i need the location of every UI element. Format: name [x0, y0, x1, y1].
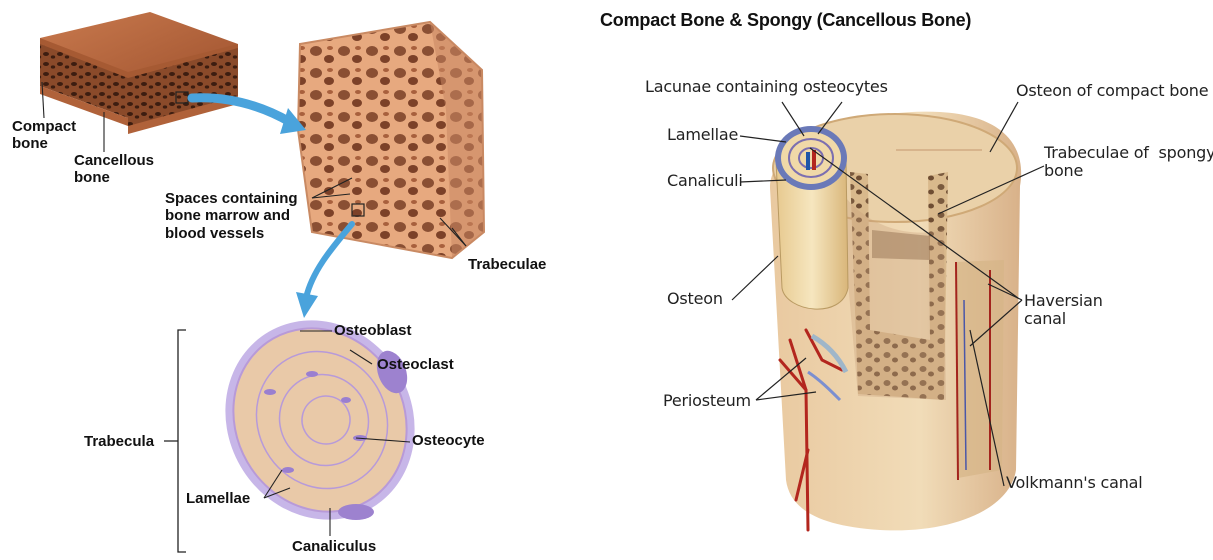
- label-trabecula: Trabecula: [84, 433, 154, 450]
- osteon-cylinder: [775, 126, 848, 309]
- trabecula-bracket: [164, 330, 186, 552]
- blue-arrow-2: [296, 224, 352, 318]
- label-osteon-compact: Osteon of compact bone: [1016, 82, 1208, 100]
- bone-slab-illustration: [40, 12, 238, 134]
- diagram-title: Compact Bone & Spongy (Cancellous Bone): [600, 10, 971, 31]
- label-osteoclast: Osteoclast: [377, 356, 454, 373]
- label-spaces: Spaces containing bone marrow and blood …: [165, 190, 298, 242]
- label-cancellous-bone: Cancellous bone: [74, 152, 154, 187]
- label-haversian-canal: Haversian canal: [1024, 292, 1103, 329]
- label-periosteum: Periosteum: [663, 392, 751, 410]
- label-lamellae-left: Lamellae: [186, 490, 250, 507]
- label-trabeculae: Trabeculae: [468, 256, 546, 273]
- label-canaliculi: Canaliculi: [667, 172, 743, 190]
- label-lacunae: Lacunae containing osteocytes: [645, 78, 888, 96]
- label-osteocyte: Osteocyte: [412, 432, 485, 449]
- label-volkmann-canal: Volkmann's canal: [1006, 474, 1143, 492]
- label-osteoblast: Osteoblast: [334, 322, 412, 339]
- label-lamellae-right: Lamellae: [667, 126, 738, 144]
- label-trabeculae-spongy: Trabeculae of spongy bone: [1044, 144, 1213, 181]
- label-canaliculus: Canaliculus: [292, 538, 376, 555]
- spongy-bone-block: [298, 22, 484, 258]
- label-compact-bone: Compact bone: [12, 118, 76, 153]
- label-osteon: Osteon: [667, 290, 723, 308]
